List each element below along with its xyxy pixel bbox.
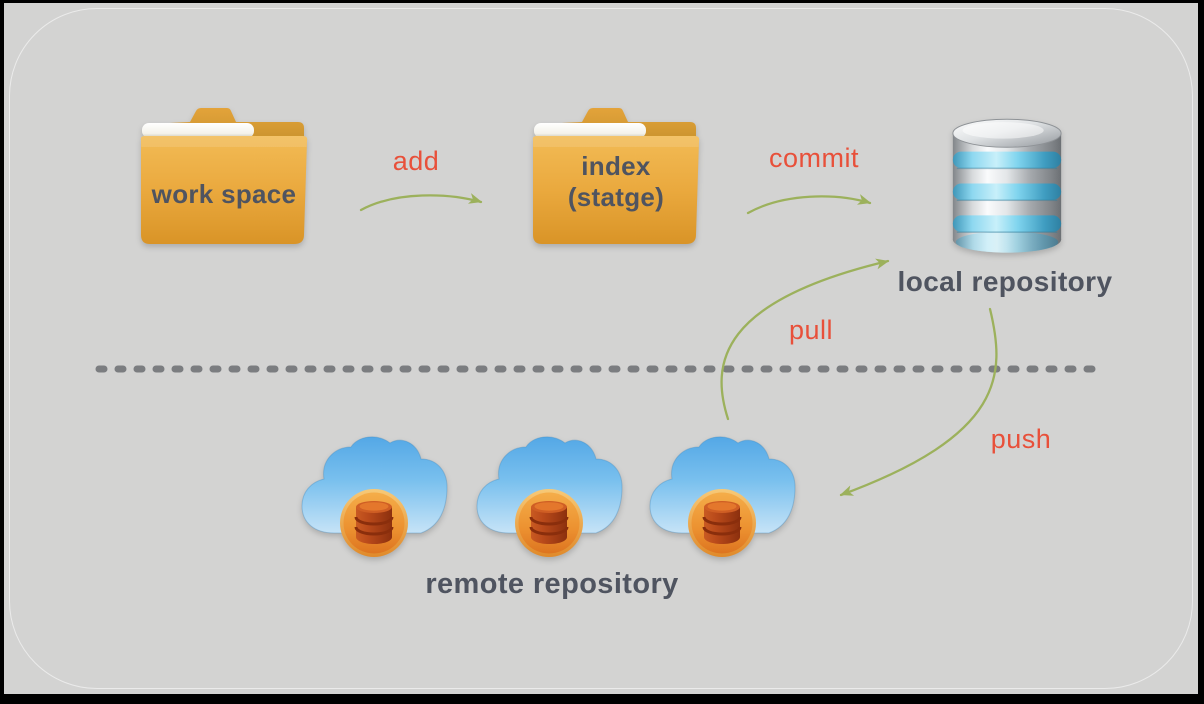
add-arrow	[359, 193, 483, 212]
diagram-canvas: work space	[4, 3, 1198, 694]
local-repository-label: local repository	[897, 266, 1113, 297]
remote-repository-label: remote repository	[425, 568, 679, 600]
index-label: index (statge)	[526, 151, 706, 213]
cloud-database-icon	[648, 435, 797, 559]
push-action-label: push	[990, 424, 1052, 454]
local-repository-node	[949, 109, 1065, 261]
add-action-label: add	[392, 146, 440, 176]
index-label-line1: index	[581, 151, 651, 181]
workspace-label: work space	[151, 179, 297, 209]
pull-action-label: pull	[788, 315, 834, 345]
folder-icon	[134, 107, 314, 249]
commit-arrow	[746, 194, 872, 215]
cloud-database-icon	[300, 435, 449, 559]
index-node: index (statge)	[526, 107, 706, 249]
remote-repository-node	[294, 433, 802, 561]
push-arrow	[839, 307, 998, 497]
workspace-node: work space	[134, 107, 314, 249]
cloud-database-icon	[475, 435, 624, 559]
database-icon	[949, 109, 1065, 260]
commit-action-label: commit	[769, 143, 859, 173]
folder-icon	[526, 107, 706, 249]
index-label-line2: (statge)	[567, 182, 665, 212]
